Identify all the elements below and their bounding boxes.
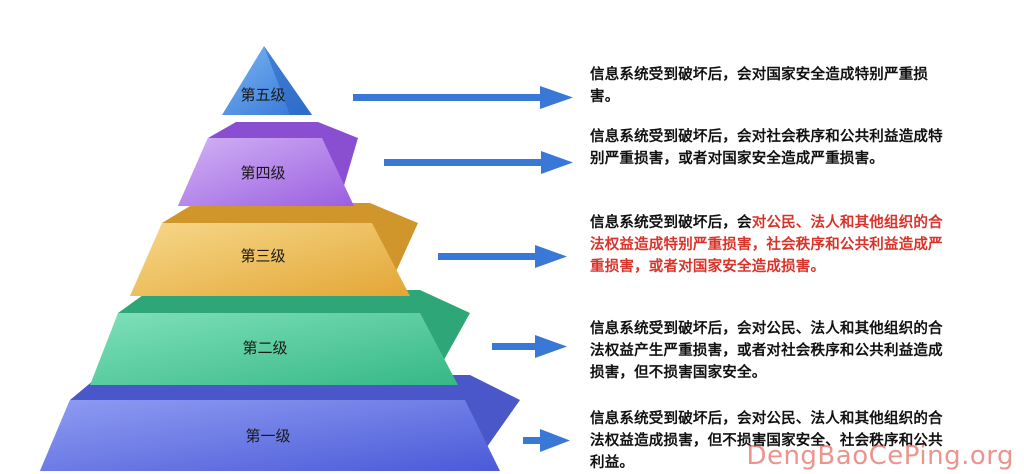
arrow-level-4 — [384, 151, 573, 174]
pyramid-level-4: 第四级 — [178, 122, 358, 206]
level-5-label: 第五级 — [240, 86, 285, 104]
level-2-label: 第二级 — [242, 339, 287, 357]
description-level-2: 信息系统受到破坏后，会对公民、法人和其他组织的合法权益产生严重损害，或者对社会秩… — [590, 320, 943, 381]
description-level-4: 信息系统受到破坏后，会对社会秩序和公共利益造成特别严重损害，或者对国家安全造成严… — [590, 128, 943, 167]
arrow-level-2 — [492, 335, 567, 358]
arrow-level-3 — [438, 245, 567, 268]
watermark: DengBaoCePing.org — [746, 441, 1014, 471]
level-4-label: 第四级 — [240, 164, 285, 182]
arrows — [353, 86, 573, 452]
pyramid-level-3: 第三级 — [130, 203, 418, 296]
description-level-1: 信息系统受到破坏后，会对公民、法人和其他组织的合法权益造成损害，但不损害国家安全… — [590, 410, 943, 471]
pyramid-level-2: 第二级 — [90, 290, 470, 385]
arrow-level-1 — [523, 429, 570, 452]
pyramid-level-5: 第五级 — [222, 46, 312, 115]
description-level-3: 信息系统受到破坏后，会对公民、法人和其他组织的合法权益造成特别严重损害，社会秩序… — [590, 212, 945, 278]
description-level-5: 信息系统受到破坏后，会对国家安全造成特别严重损害。 — [590, 66, 929, 105]
level-1-label: 第一级 — [245, 427, 290, 445]
pyramid-level-1: 第一级 — [40, 375, 520, 471]
arrow-level-5 — [353, 86, 573, 109]
description-level-3-highlight: 对公民、法人和其他组织的合法权益造成特别严重损害，社会秩序和公共利益造成严重损害… — [590, 214, 943, 275]
level-3-label: 第三级 — [240, 247, 285, 265]
description-level-3-prefix: 信息系统受到破坏后，会 — [590, 214, 752, 231]
